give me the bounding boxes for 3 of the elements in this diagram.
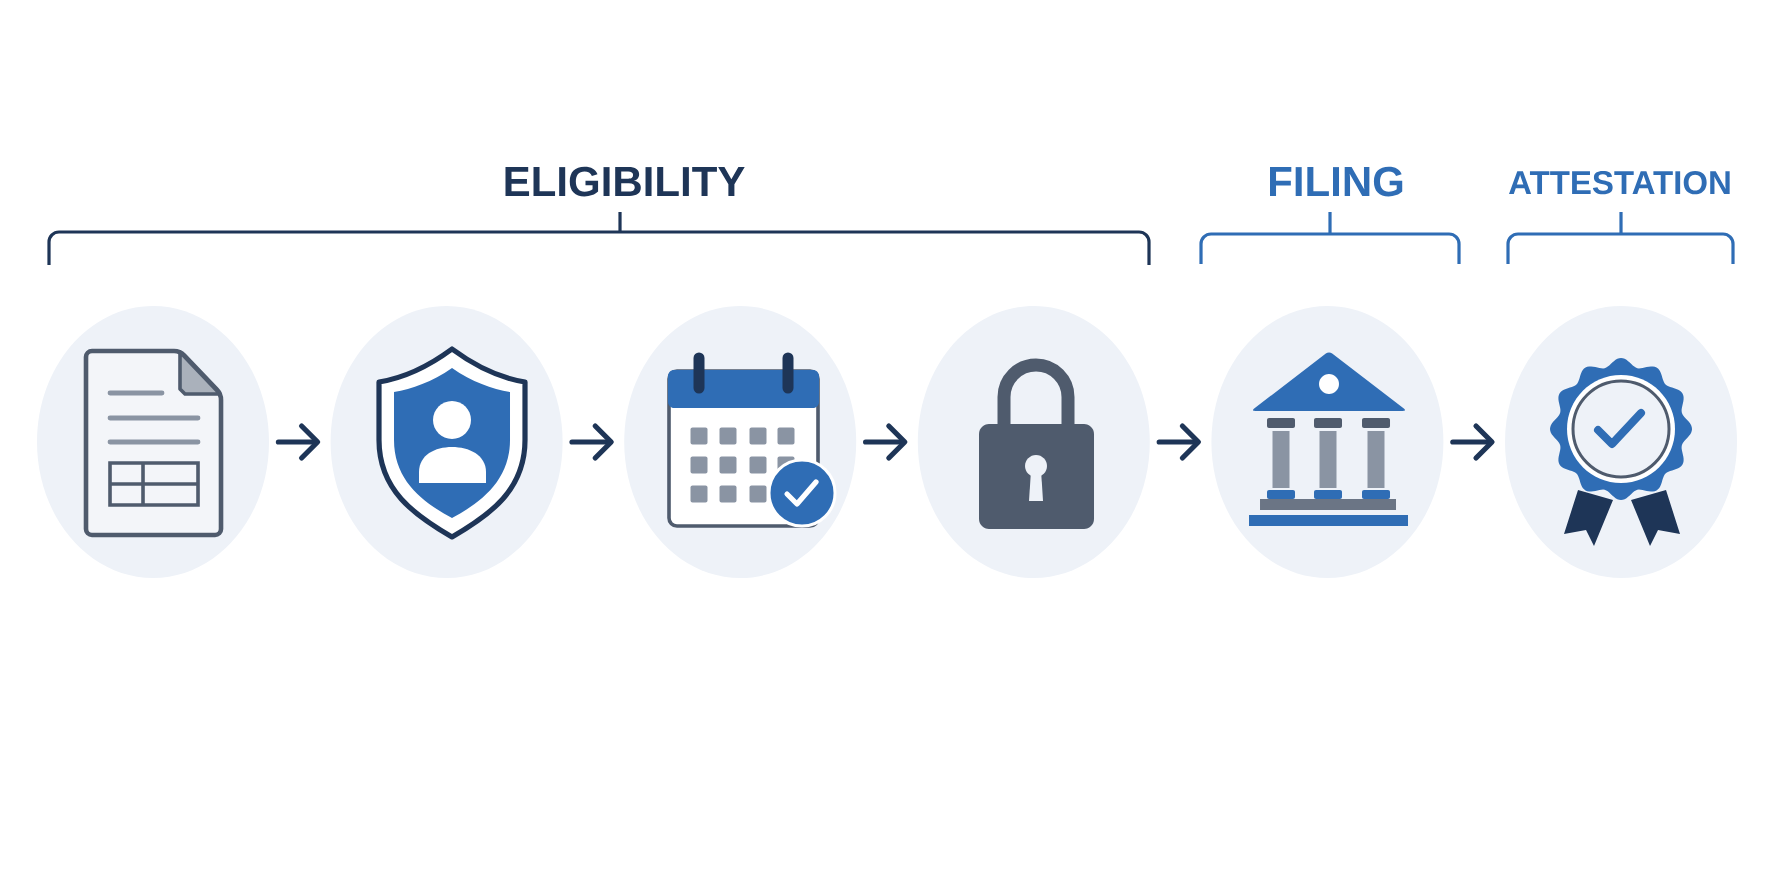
heading: FILING xyxy=(1270,166,1403,197)
heading: ATTESTATION xyxy=(1509,170,1730,195)
heading: ELIGIBILITY xyxy=(505,166,745,197)
